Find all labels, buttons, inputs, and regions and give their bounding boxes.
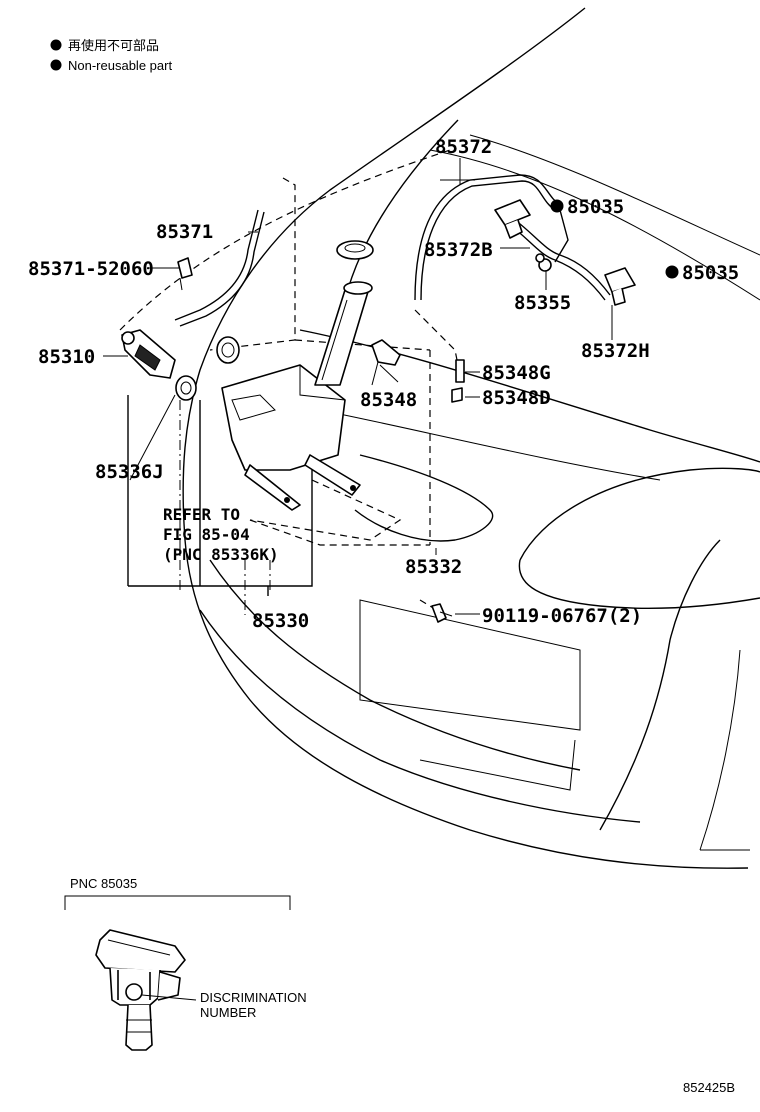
label-85355: 85355: [514, 292, 571, 314]
refer-to-line1: REFER TO: [163, 505, 240, 524]
label-85372: 85372: [435, 136, 492, 158]
label-85332: 85332: [405, 556, 462, 578]
label-85371-52060: 85371-52060: [28, 258, 154, 280]
washer-pump-85310: [121, 329, 176, 379]
washer-nozzle-right: [604, 267, 636, 306]
connector-85348D: [451, 387, 463, 403]
non-reusable-bullet-en: [50, 59, 62, 71]
vehicle-body-outline: [182, 7, 760, 869]
washer-nozzle-top: [494, 199, 531, 239]
connector-85348G: [455, 359, 465, 383]
refer-to-line3: (PNC 85336K): [163, 545, 279, 564]
legend-jp-text: 再使用不可部品: [68, 38, 159, 53]
legend: 再使用不可部品 Non-reusable part: [50, 38, 172, 73]
non-reusable-marker-right: [665, 265, 679, 279]
grommet-85336J: [175, 375, 197, 401]
level-sensor-85348: [371, 339, 401, 386]
label-85348D: 85348D: [482, 387, 551, 409]
label-85371: 85371: [156, 221, 213, 243]
label-85330: 85330: [252, 610, 309, 632]
bolt-90119-06767: [431, 603, 453, 623]
inset-title: PNC 85035: [70, 876, 137, 891]
figure-id: 852425B: [683, 1080, 735, 1095]
part-labels: 85372 85035 85371 85372B 85371-52060 850…: [28, 136, 739, 632]
label-85336J: 85336J: [95, 461, 164, 483]
inset-pnc-85035: PNC 85035 DISCRIMINATION NUMBER: [64, 876, 307, 1051]
non-reusable-bullet-jp: [50, 39, 62, 51]
callout-discrimination: DISCRIMINATION: [200, 990, 307, 1005]
nozzle-detail-drawing: [95, 929, 186, 1051]
legend-en-text: Non-reusable part: [68, 58, 172, 73]
washer-hose-85371: [174, 209, 265, 327]
washer-hose-85372: [414, 174, 611, 301]
washer-tank-85332: [221, 281, 373, 511]
filler-cap: [336, 240, 374, 260]
label-85348: 85348: [360, 389, 417, 411]
label-85310: 85310: [38, 346, 95, 368]
hose-joint-85355: [535, 253, 552, 272]
grommet-85336K: [216, 336, 240, 364]
label-90119-06767: 90119-06767(2): [482, 605, 642, 627]
label-85348G: 85348G: [482, 362, 551, 384]
label-85372H: 85372H: [581, 340, 650, 362]
non-reusable-marker-top: [550, 199, 564, 213]
refer-to-line2: FIG 85-04: [163, 525, 250, 544]
leader-lines: [103, 158, 613, 615]
hose-clip-85371-52060: [177, 257, 193, 291]
label-85035-top: 85035: [567, 196, 624, 218]
label-85035-right: 85035: [682, 262, 739, 284]
callout-number: NUMBER: [200, 1005, 256, 1020]
label-85372B: 85372B: [424, 239, 493, 261]
